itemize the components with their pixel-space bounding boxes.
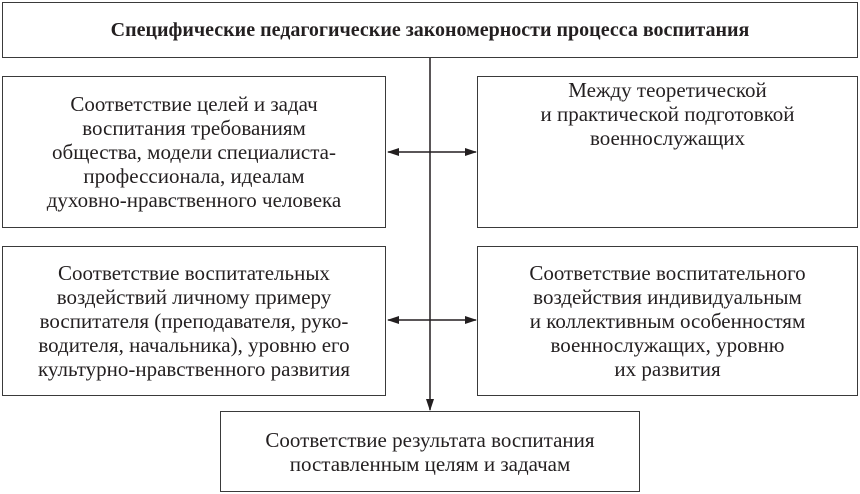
- box-personal-example: Соответствие воспитательных воздействий …: [2, 246, 386, 396]
- box-goals-text: Соответствие целей и задач воспитания тр…: [46, 92, 342, 212]
- box-theory-practice: Между теоретической и практической подго…: [477, 76, 858, 228]
- box-personal-example-text: Соответствие воспитательных воздействий …: [38, 261, 350, 381]
- box-result-text: Соответствие результата воспитания поста…: [265, 427, 595, 476]
- box-theory-practice-text: Между теоретической и практической подго…: [540, 78, 795, 150]
- title-text: Специфические педагогические закономерно…: [110, 19, 750, 41]
- box-individual-features-text: Соответствие воспитательного воздействия…: [529, 261, 806, 381]
- box-goals-correspondence: Соответствие целей и задач воспитания тр…: [2, 76, 386, 228]
- box-result: Соответствие результата воспитания поста…: [220, 411, 640, 492]
- title-box: Специфические педагогические закономерно…: [2, 2, 858, 58]
- box-individual-features: Соответствие воспитательного воздействия…: [477, 246, 858, 396]
